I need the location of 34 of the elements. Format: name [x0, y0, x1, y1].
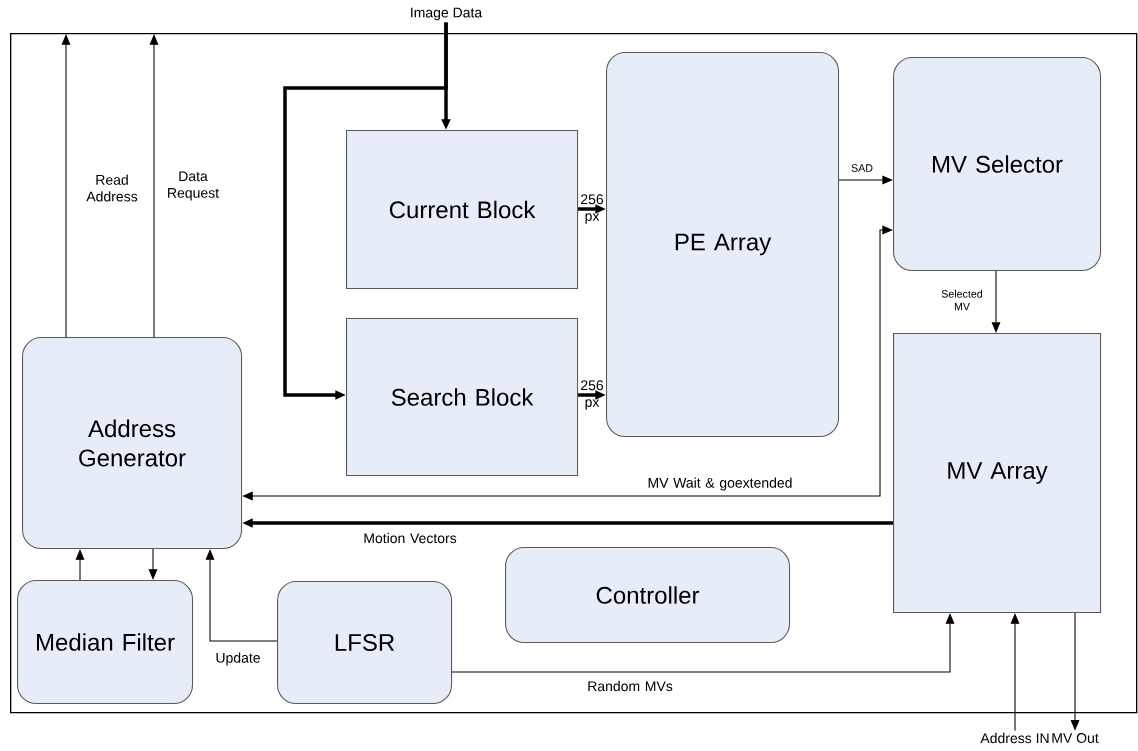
signal-label: MV Out	[1052, 733, 1099, 743]
block-box: Current Block	[346, 130, 579, 290]
block-box: MV Array	[893, 333, 1102, 614]
module-box: Median Filter	[17, 580, 194, 705]
arrow	[451, 613, 955, 673]
arrow	[838, 175, 893, 185]
arrow	[149, 34, 159, 338]
edge-label: Random MVs	[588, 680, 673, 692]
edge-label: Read Address	[86, 174, 138, 202]
arrow	[1010, 613, 1020, 732]
edge-label: Selected MV	[941, 289, 983, 311]
arrow	[75, 549, 85, 581]
arrow	[283, 22, 448, 400]
signal-label: Image Data	[411, 7, 483, 21]
edge-label: Data Request	[168, 171, 219, 201]
edge-label: MV Wait & goextended	[648, 477, 792, 491]
module-box: Address Generator	[22, 337, 243, 550]
edge-label: Update	[216, 652, 260, 666]
arrow	[242, 225, 893, 501]
module-box: Controller	[505, 547, 791, 644]
signal-label: Address IN	[980, 732, 1049, 744]
system-frame	[10, 33, 1138, 714]
block-box: Search Block	[346, 318, 579, 477]
arrow	[205, 549, 278, 642]
arrow	[991, 270, 1001, 333]
arrow	[61, 34, 71, 338]
module-box: MV Selector	[893, 57, 1102, 272]
edge-label: 256 px	[581, 380, 604, 410]
module-box: PE Array	[606, 52, 840, 438]
edge-label: 256 px	[581, 194, 604, 224]
edge-label: SAD	[851, 164, 873, 172]
edge-label: Motion Vectors	[364, 532, 457, 544]
arrow	[148, 548, 158, 580]
module-box: LFSR	[277, 581, 453, 705]
